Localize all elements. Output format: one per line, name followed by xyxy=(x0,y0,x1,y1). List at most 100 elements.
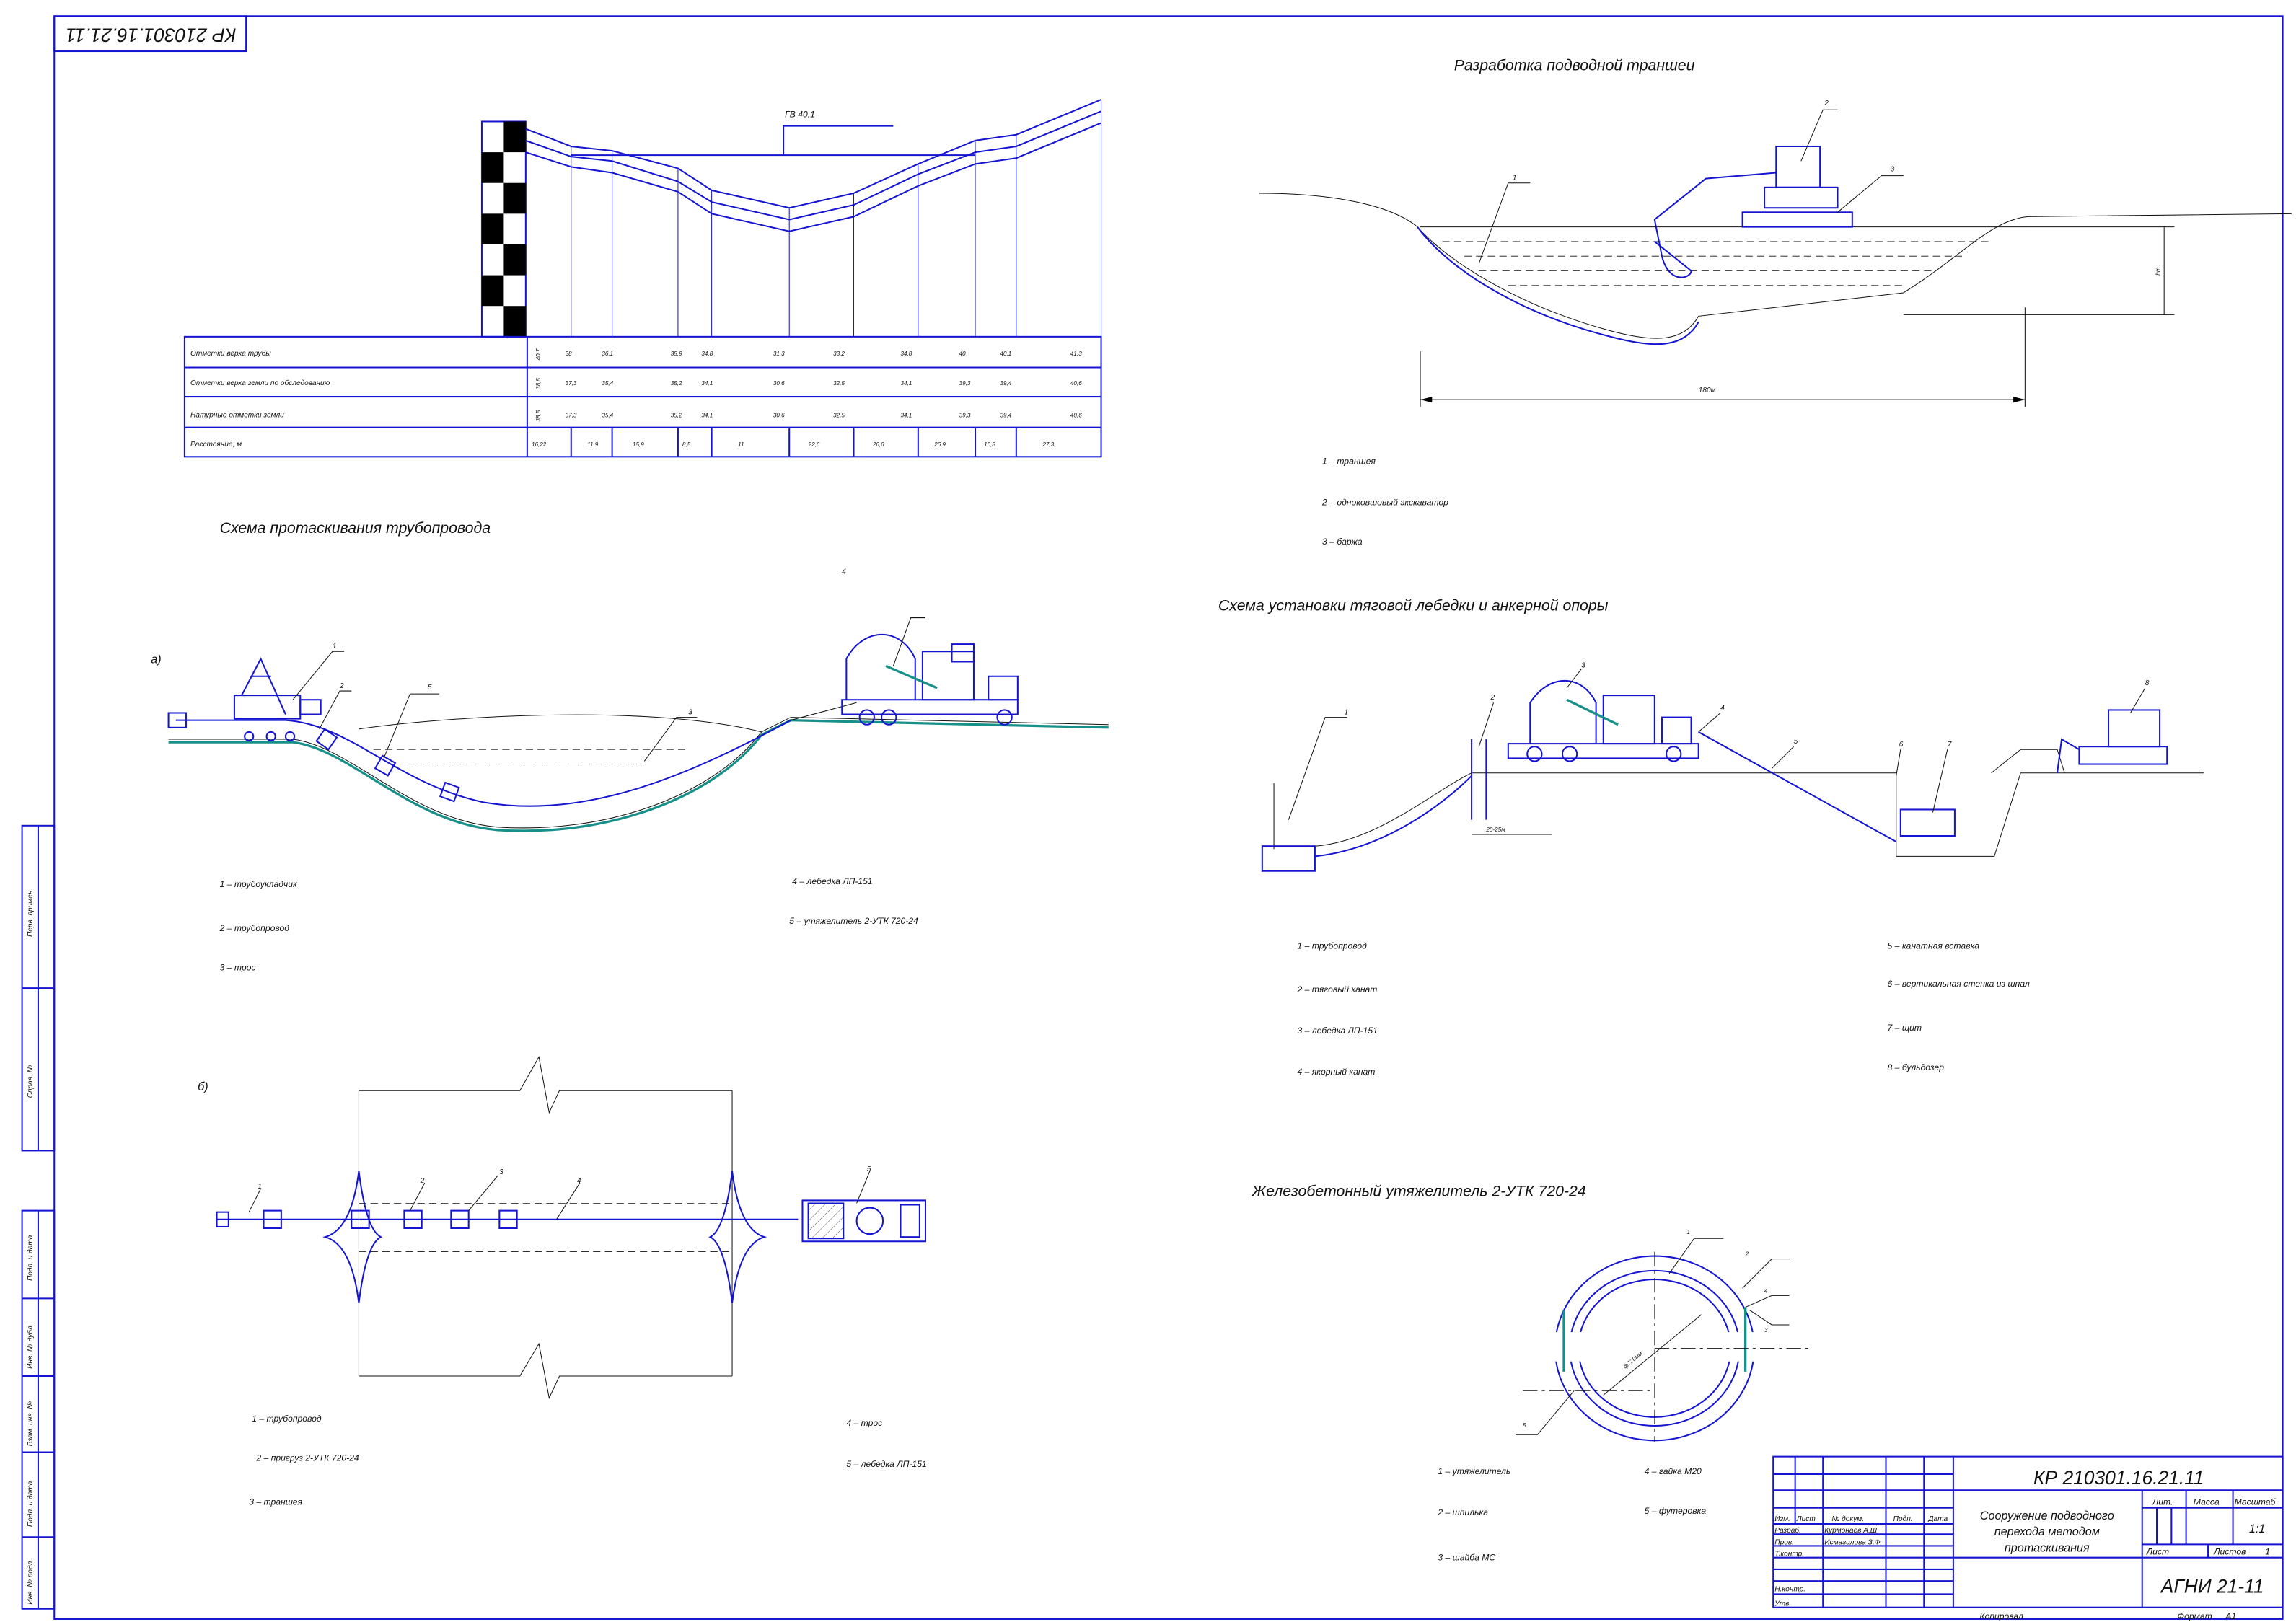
legend-b-item: 2 – пригруз 2-УТК 720-24 xyxy=(255,1453,359,1463)
weight-legend-item: 1 – утяжелитель xyxy=(1438,1466,1510,1476)
table-row-label: Натурные отметки земли xyxy=(190,411,284,419)
table-cell: 41,3 xyxy=(1070,351,1082,357)
table-cell: 26,9 xyxy=(933,441,946,448)
callout-number: 2 xyxy=(1824,100,1829,107)
table-cell: 34,8 xyxy=(900,351,912,357)
callout-number: 5 xyxy=(428,684,432,692)
table-cell: 34,8 xyxy=(701,351,713,357)
winch-title: Схема установки тяговой лебедки и анкерн… xyxy=(1218,596,1609,614)
side-stamp-label: Инв. № дубл. xyxy=(26,1324,35,1369)
variant-b-label: б) xyxy=(198,1080,208,1093)
table-cell: 40 xyxy=(959,351,967,357)
callout-number: 1 xyxy=(258,1183,262,1191)
table-cell: 30,6 xyxy=(773,412,785,418)
callout-number: 5 xyxy=(1523,1422,1526,1429)
tb-name: Курмонаев А.Ш xyxy=(1824,1527,1878,1535)
callout-number: 1 xyxy=(1344,709,1348,717)
excavator xyxy=(1653,145,1853,278)
legend-b-item: 5 – лебедка ЛП-151 xyxy=(846,1459,926,1469)
legend-b-item: 1 – трубопровод xyxy=(252,1414,322,1424)
tb-role: Пров. xyxy=(1774,1538,1794,1546)
width-dimension: 180м xyxy=(1699,387,1716,395)
table-cell: 34,1 xyxy=(900,380,912,387)
table-cell: 11,9 xyxy=(587,441,599,448)
table-cell: 37,3 xyxy=(566,412,577,418)
callout-number: 3 xyxy=(499,1168,503,1176)
table-cell: 40,1 xyxy=(1000,351,1011,357)
table-cell: 33,2 xyxy=(833,351,845,357)
winch-section: 20-25м 1 2 3 4 5 6 7 8 xyxy=(1261,662,2204,872)
table-cell: 26,6 xyxy=(872,441,884,448)
profile-table: Отметки верха трубы Отметки верха земли … xyxy=(183,335,1102,458)
table-row-label: Отметки верха трубы xyxy=(190,349,271,358)
table-cell: 15,9 xyxy=(633,441,644,448)
callout-number: 5 xyxy=(867,1165,871,1173)
side-stamp-label: Перв. примен. xyxy=(27,889,35,937)
side-stamp-label: Взам. инв. № xyxy=(27,1401,35,1447)
winch-legend-item: 7 – щит xyxy=(1888,1023,1922,1033)
water-level-label: ГВ 40,1 xyxy=(785,109,815,119)
callout-number: 8 xyxy=(2145,679,2150,687)
winch-legend-item: 4 – якорный канат xyxy=(1298,1067,1376,1077)
tb-header: Подп. xyxy=(1893,1515,1913,1523)
legend-a-item: 4 – лебедка ЛП-151 xyxy=(792,876,872,886)
trench-legend-item: 1 – траншея xyxy=(1322,456,1376,466)
weight-title: Железобетонный утяжелитель 2-УТК 720-24 xyxy=(1252,1182,1586,1199)
anchor-distance: 20-25м xyxy=(1485,827,1505,833)
pulling-title: Схема протаскивания трубопровода xyxy=(220,519,491,537)
tb-org: АГНИ 21-11 xyxy=(2160,1575,2264,1597)
tb-role: Утв. xyxy=(1774,1600,1791,1608)
callout-number: 2 xyxy=(339,682,344,690)
tb-scale-label: Масштаб xyxy=(2235,1497,2277,1507)
depth-label: hт xyxy=(2155,267,2161,276)
weight-legend-item: 2 – шпилька xyxy=(1437,1507,1488,1517)
legend-a-item: 5 – утяжелитель 2-УТК 720-24 xyxy=(789,916,918,926)
trench-title: Разработка подводной траншеи xyxy=(1454,56,1695,74)
weight-section: ф720мм 1 2 4 3 5 xyxy=(1515,1229,1808,1442)
table-cell: 10,8 xyxy=(984,441,995,448)
table-cell: 27,3 xyxy=(1042,441,1054,448)
callout-number: 3 xyxy=(1764,1327,1768,1334)
callout-number: 5 xyxy=(1794,738,1798,746)
table-cell: 35,2 xyxy=(671,380,682,387)
table-cell: 22,6 xyxy=(808,441,820,448)
weight-blocks xyxy=(315,728,460,803)
tb-role: Т.контр. xyxy=(1774,1551,1804,1559)
side-stamp-label: Инв. № подл. xyxy=(27,1559,35,1605)
tb-sheets-label: Листов xyxy=(2213,1547,2246,1557)
table-cell: 39,3 xyxy=(959,380,971,387)
tb-header: Дата xyxy=(1927,1515,1948,1523)
table-cell: 38 xyxy=(566,351,573,357)
variant-a-label: а) xyxy=(151,653,161,666)
table-cell: 32,5 xyxy=(833,412,845,418)
callouts-a: 1 2 5 3 4 xyxy=(292,568,925,762)
tb-title: Сооружение подводного xyxy=(1980,1509,2114,1522)
table-cell: 34,1 xyxy=(900,412,912,418)
trench-section: hт 180м 1 2 3 xyxy=(1259,100,2292,407)
trench-legend-item: 2 – одноковшовый экскаватор xyxy=(1321,497,1448,507)
winch-legend-item: 6 – вертикальная стенка из шпал xyxy=(1888,979,2030,989)
tb-header: Изм. xyxy=(1774,1515,1790,1523)
callout-number: 4 xyxy=(577,1177,581,1185)
tb-name: Исмагилова З.Ф xyxy=(1824,1538,1880,1546)
callout-number: 1 xyxy=(1686,1229,1690,1235)
table-cell: 40,6 xyxy=(1070,412,1082,418)
table-row-label: Расстояние, м xyxy=(190,441,242,449)
table-cell: 35,4 xyxy=(602,412,613,418)
side-stamps: Перв. примен. Справ. № Подп. и дата Инв.… xyxy=(21,824,56,1610)
winch-legend-item: 3 – лебедка ЛП-151 xyxy=(1298,1026,1378,1036)
table-cell: 38,5 xyxy=(535,410,542,421)
table-cell: 40,6 xyxy=(1070,380,1082,387)
weight-legend-item: 3 – шайба МС xyxy=(1438,1553,1495,1563)
table-cell: 39,4 xyxy=(1000,412,1011,418)
table-cell: 34,1 xyxy=(701,412,713,418)
tb-header: № докум. xyxy=(1831,1515,1864,1523)
tb-header: Лист xyxy=(1796,1515,1816,1523)
tb-title: протаскивания xyxy=(2005,1542,2090,1555)
table-row-label: Отметки верха земли по обследованию xyxy=(190,379,330,387)
top-stamp: КР 210301.16.21.11 xyxy=(53,15,247,53)
callout-number: 7 xyxy=(1948,741,1952,749)
tb-mass-label: Масса xyxy=(2194,1497,2220,1507)
callouts-b: 1 2 3 4 5 xyxy=(248,1165,871,1220)
side-stamp-label: Подп. и дата xyxy=(27,1235,35,1281)
